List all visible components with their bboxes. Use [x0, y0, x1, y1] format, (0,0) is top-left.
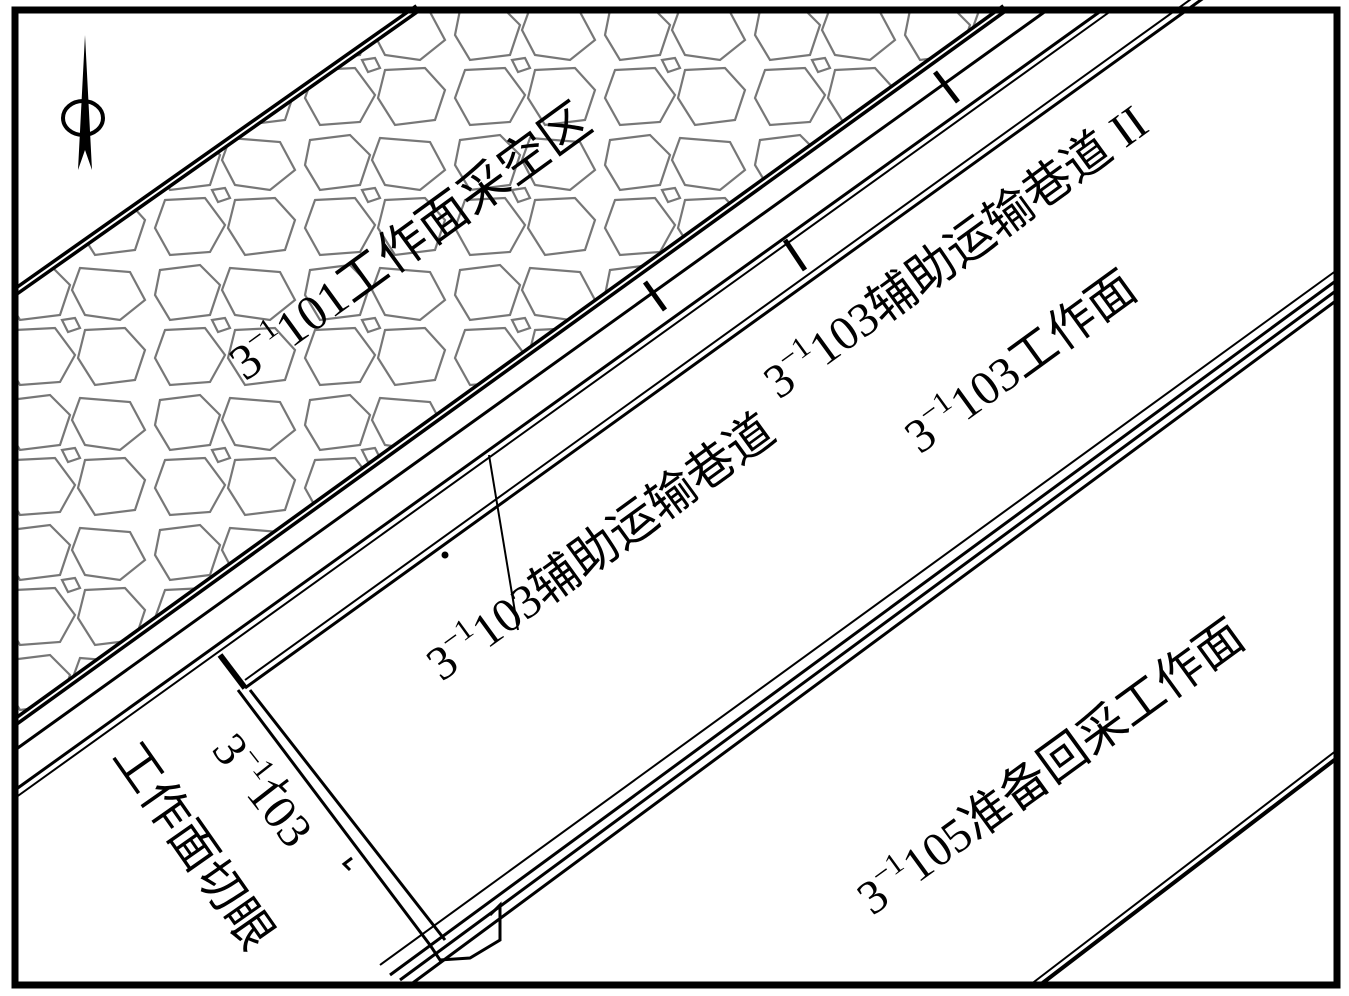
- north-arrow-icon: [61, 35, 105, 170]
- map-frame: [11, 6, 1341, 989]
- aux-roadway-label-1: 3−1103辅助运输巷道: [415, 401, 785, 692]
- roadway-lines: [12, 0, 1339, 987]
- cut-id-label: 3−1103: [202, 721, 326, 857]
- face-105-label: 3−1105准备回采工作面: [845, 606, 1254, 925]
